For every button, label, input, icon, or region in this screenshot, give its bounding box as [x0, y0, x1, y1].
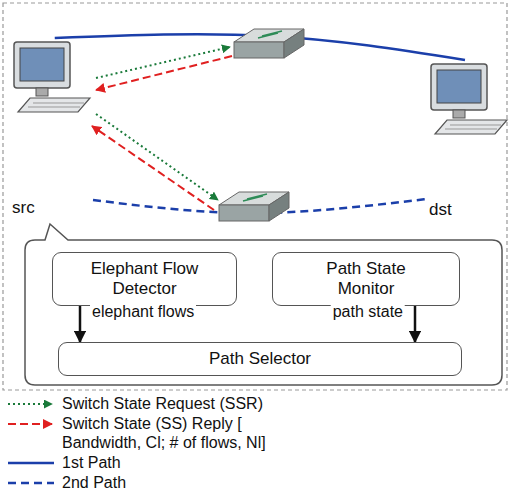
- switch-mark: [243, 194, 267, 201]
- host-label: dst: [429, 200, 452, 220]
- process-box: Path State Monitor: [272, 252, 460, 306]
- monitor: [431, 64, 487, 110]
- ss-reply-arrow: [96, 56, 232, 90]
- keyboard-keys: [445, 125, 501, 129]
- screen: [437, 70, 481, 103]
- ss-reply-arrow: [92, 126, 214, 210]
- monitor: [14, 42, 70, 88]
- screen: [20, 48, 64, 81]
- computer-icon: [8, 38, 93, 133]
- legend-text: Switch State (SS) Reply [ Bandwidth, Cl;…: [62, 414, 292, 452]
- callout-frame: [25, 224, 502, 385]
- edge-label: path state: [331, 302, 405, 321]
- ssr-arrow: [96, 47, 230, 78]
- keyboard: [18, 98, 90, 112]
- computer-node: dst: [425, 60, 505, 220]
- box-label: Elephant Flow Detector: [80, 259, 210, 298]
- legend-sample: [8, 482, 54, 485]
- keyboard: [435, 120, 507, 134]
- switch-icon: [234, 29, 304, 58]
- ssr-arrow: [96, 114, 218, 200]
- switch-front: [219, 205, 269, 221]
- switch-side: [269, 192, 289, 221]
- flow-arrow: [414, 306, 417, 342]
- monitor-stand: [36, 88, 48, 96]
- switch-icon: [219, 192, 289, 221]
- legend-sample: [8, 403, 52, 405]
- legend-text: 1st Path: [62, 453, 121, 472]
- switch-mark: [258, 31, 282, 38]
- box-label: Path Selector: [209, 349, 311, 369]
- legend-sample: [8, 423, 52, 425]
- switch-front: [234, 42, 284, 58]
- flow-arrow: [79, 306, 82, 342]
- box-label: Path State Monitor: [301, 259, 431, 298]
- legend-text: 2nd Path: [62, 473, 126, 492]
- host-label: src: [12, 198, 35, 218]
- outer-dashed-frame: [3, 3, 507, 390]
- process-box: Elephant Flow Detector: [52, 252, 237, 306]
- legend-text: Switch State Request (SSR): [62, 394, 263, 413]
- process-box: Path Selector: [58, 342, 462, 376]
- computer-icon: [425, 60, 510, 155]
- legend-sample: [8, 462, 54, 465]
- computer-node: src: [8, 38, 93, 218]
- monitor-stand: [453, 110, 465, 118]
- keyboard-keys: [28, 103, 84, 107]
- switch-side: [284, 29, 304, 58]
- edge-label: elephant flows: [90, 302, 196, 321]
